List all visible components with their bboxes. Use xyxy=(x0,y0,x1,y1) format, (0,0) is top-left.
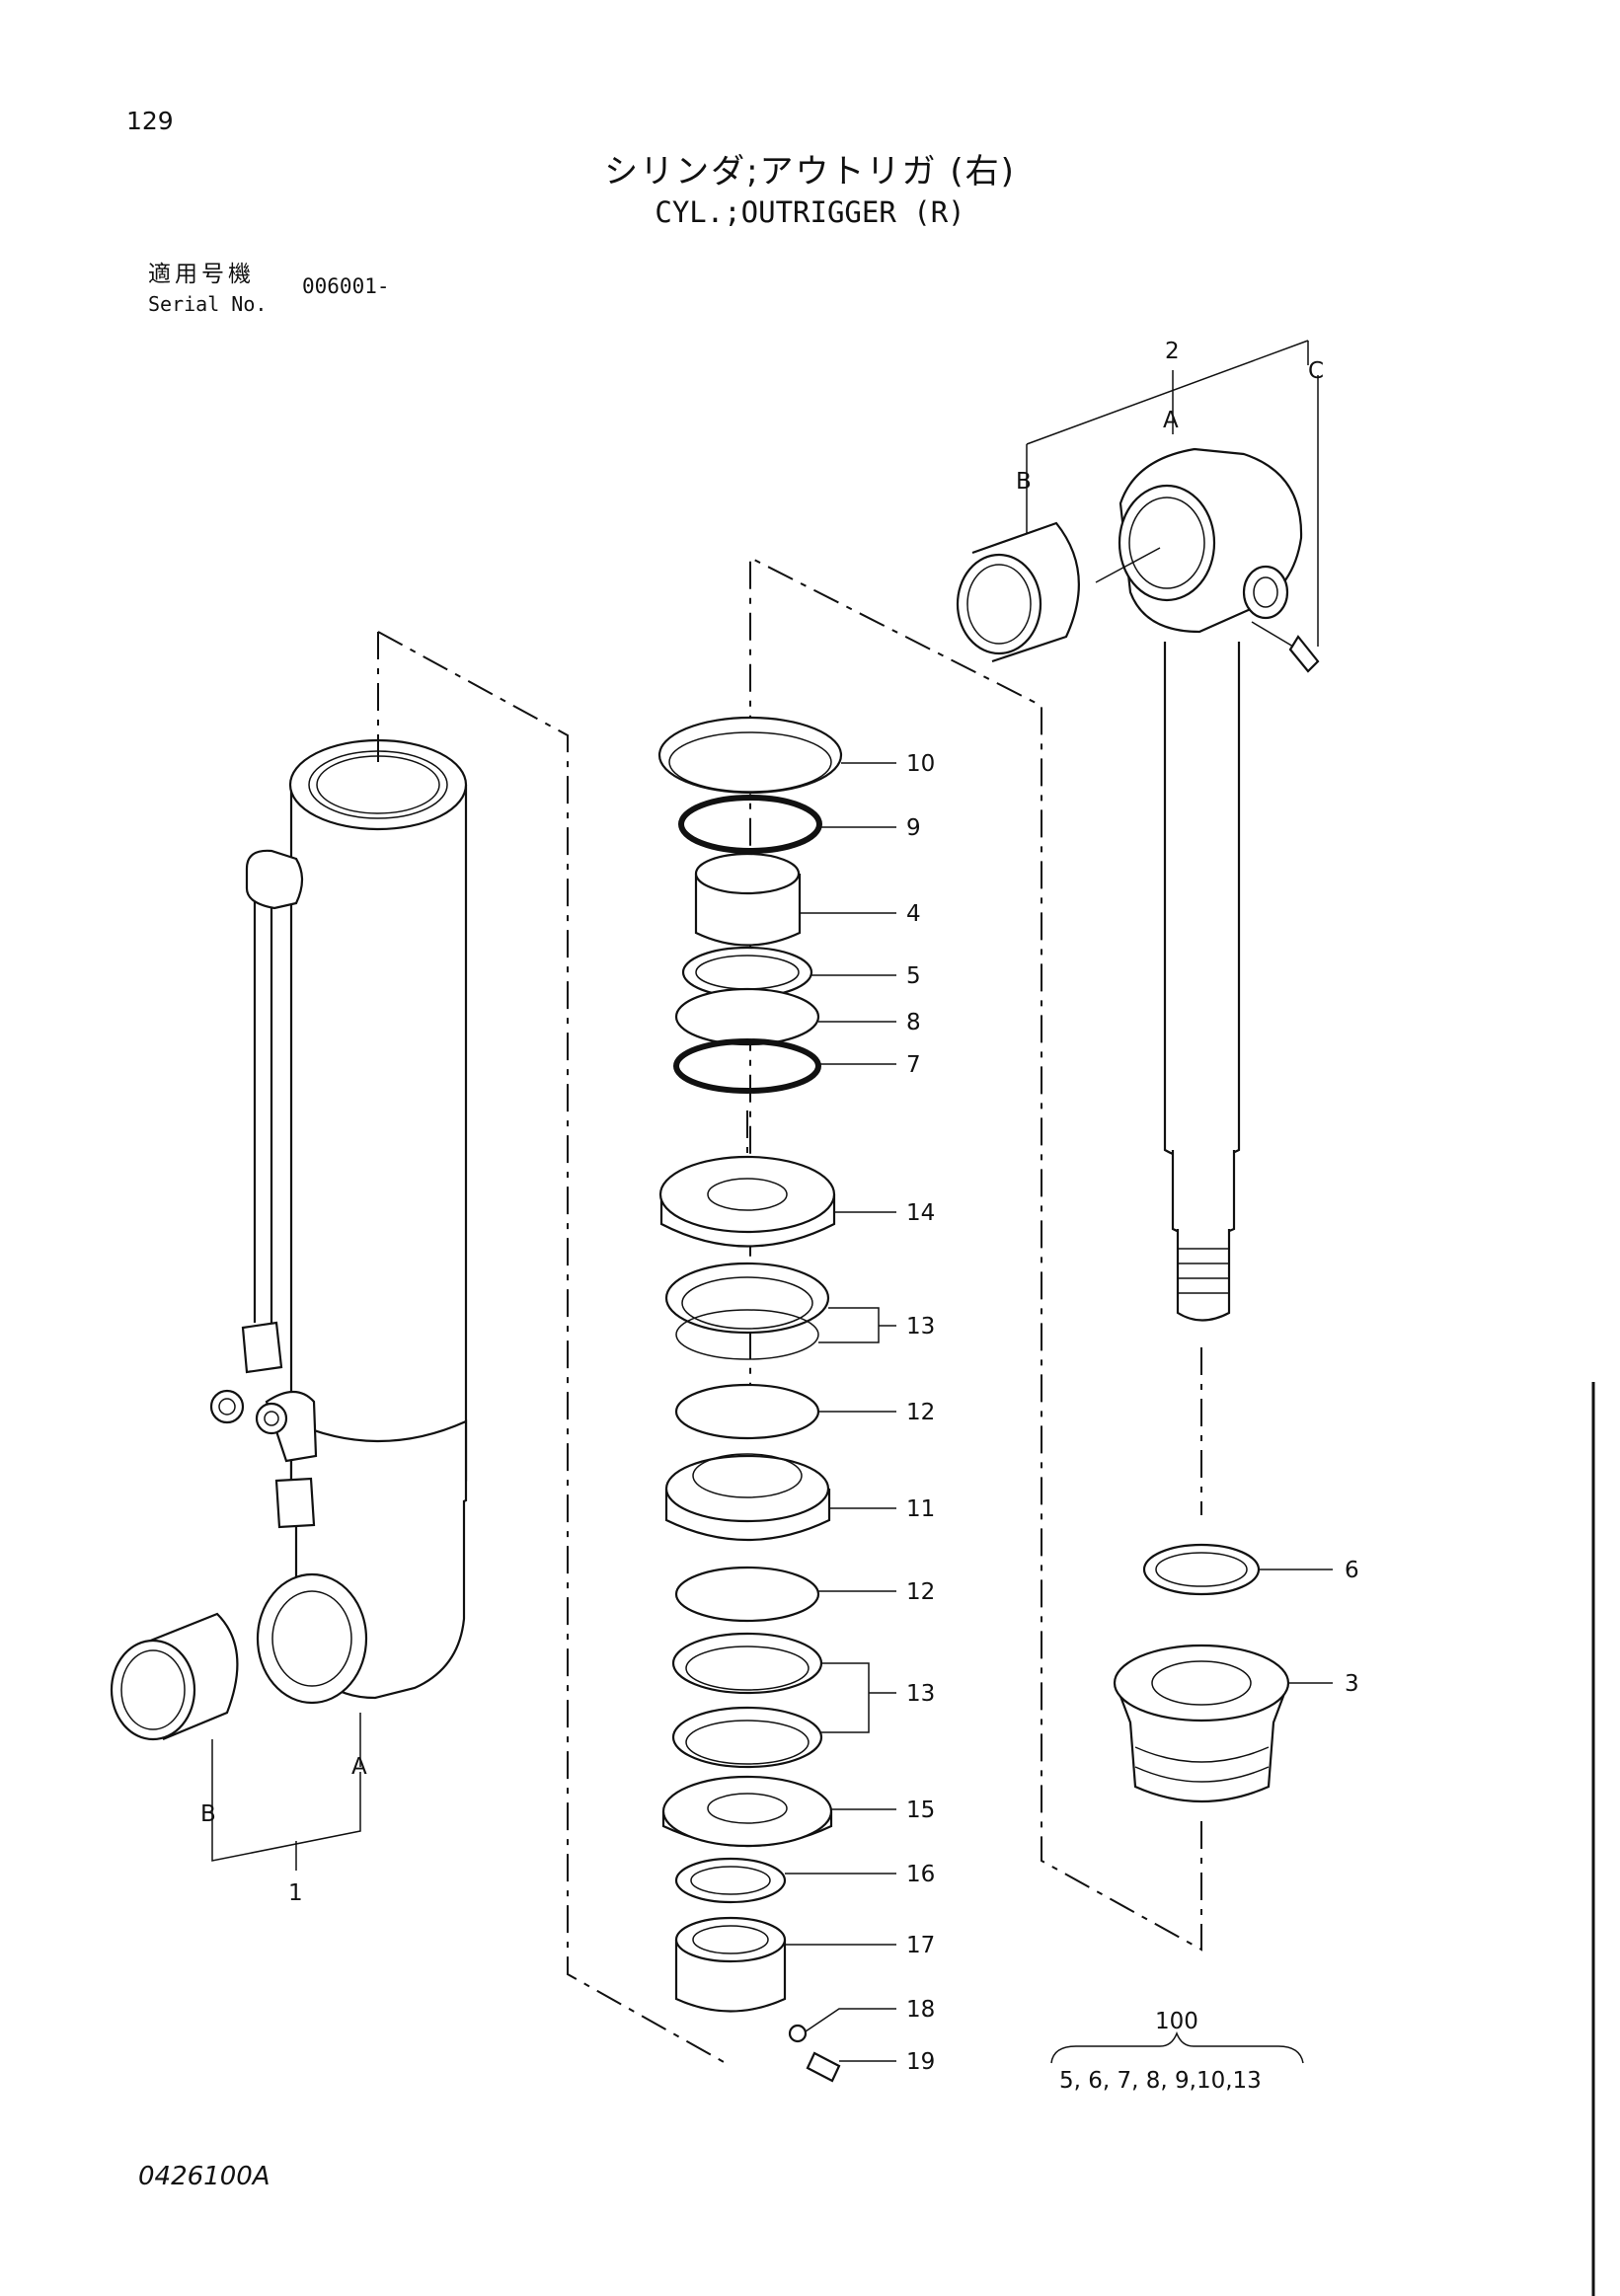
callout-14: 14 xyxy=(906,1200,935,1226)
callout-6: 6 xyxy=(1345,1558,1359,1583)
page-number: 129 xyxy=(126,107,174,135)
callout-9: 9 xyxy=(906,815,921,841)
callout-16: 16 xyxy=(906,1862,935,1887)
kit-contents: 5, 6, 7, 8, 9,10,13 xyxy=(1059,2068,1262,2094)
letter-b-rod: B xyxy=(1016,469,1032,495)
seal-stack xyxy=(657,716,843,2083)
callout-10: 10 xyxy=(906,751,935,777)
callout-11: 11 xyxy=(906,1496,935,1522)
serial-label-english: Serial No. xyxy=(148,292,268,316)
title-english: CYL.;OUTRIGGER (R) xyxy=(655,195,965,229)
kit-number: 100 xyxy=(1155,2009,1198,2034)
callout-13-lower: 13 xyxy=(906,1681,935,1707)
letter-b-tube: B xyxy=(200,1801,216,1827)
callout-7: 7 xyxy=(906,1052,921,1078)
callout-2: 2 xyxy=(1165,339,1180,364)
callout-12-upper: 12 xyxy=(906,1400,935,1425)
letter-a-tube: A xyxy=(351,1754,367,1780)
callout-18: 18 xyxy=(906,1997,935,2023)
callout-5: 5 xyxy=(906,963,921,989)
cylinder-tube xyxy=(110,631,727,2064)
callout-13-upper: 13 xyxy=(906,1314,935,1339)
title-japanese: シリンダ;アウトリガ (右) xyxy=(604,152,1016,191)
drawing-number: 0426100A xyxy=(138,2162,270,2191)
callout-labels: 10 9 4 5 8 7 14 13 12 11 12 13 15 16 17 … xyxy=(200,339,1359,2094)
letter-a-rod: A xyxy=(1163,408,1179,433)
serial-number-value: 006001- xyxy=(302,274,390,298)
callout-19: 19 xyxy=(906,2049,935,2075)
callout-3: 3 xyxy=(1345,1671,1359,1697)
serial-label-japanese: 適用号機 xyxy=(148,262,255,287)
callout-4: 4 xyxy=(906,901,921,927)
letter-c-rod: C xyxy=(1308,358,1324,384)
callout-12-lower: 12 xyxy=(906,1579,935,1605)
callout-15: 15 xyxy=(906,1798,935,1823)
piston-rod xyxy=(749,340,1320,1952)
callout-8: 8 xyxy=(906,1010,921,1035)
callout-17: 17 xyxy=(906,1933,935,1958)
gland-and-ring xyxy=(1113,1543,1290,1803)
leader-lines xyxy=(211,762,1333,2064)
callout-1: 1 xyxy=(288,1880,303,1906)
